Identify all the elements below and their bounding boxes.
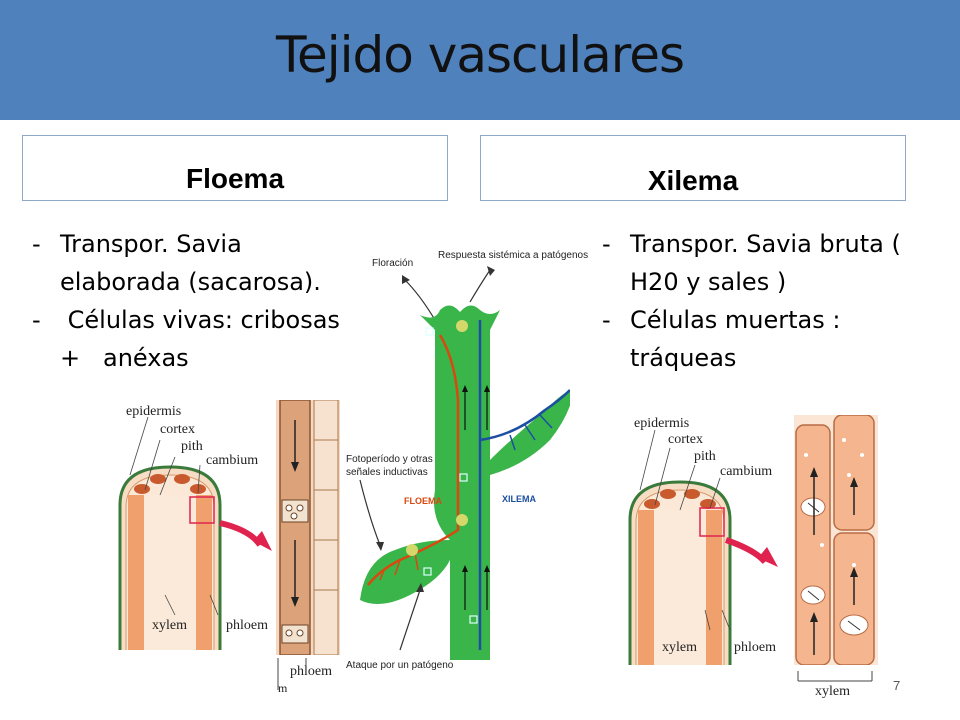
pith-label: pith bbox=[181, 439, 203, 454]
floema-stem-diagram bbox=[118, 416, 272, 650]
floema-bullet-list: Transpor. Savia elaborada (sacarosa). Cé… bbox=[30, 225, 360, 377]
phloem-zoom-label: phloem bbox=[290, 664, 332, 679]
floema-header-box: Floema bbox=[22, 135, 448, 201]
cut-off-letter: m bbox=[278, 681, 288, 695]
xilema-heading: Xilema bbox=[647, 165, 739, 196]
list-item: Células vivas: cribosas + anéxas bbox=[30, 301, 360, 377]
slide-title: Tejido vasculares bbox=[275, 26, 685, 84]
phloem-zoom-illustration bbox=[276, 400, 340, 695]
list-item: Transpor. Savia elaborada (sacarosa). bbox=[30, 225, 360, 301]
page-number: 7 bbox=[893, 678, 901, 693]
epidermis-label: epidermis bbox=[634, 416, 690, 431]
fotoperiodo-label-1: Fotoperíodo y otras bbox=[346, 454, 433, 465]
list-item: Células muertas : tráqueas bbox=[600, 301, 935, 377]
fotoperiodo-label-2: señales inductivas bbox=[346, 467, 428, 478]
phloem-label: phloem bbox=[734, 640, 776, 655]
epidermis-label: epidermis bbox=[126, 404, 182, 419]
cortex-label: cortex bbox=[668, 432, 703, 447]
cambium-label: cambium bbox=[720, 464, 773, 479]
xylem-label: xylem bbox=[152, 618, 187, 633]
phloem-label: phloem bbox=[226, 618, 268, 633]
xylem-zoom-illustration bbox=[794, 415, 878, 705]
ataque-label: Ataque por un patógeno bbox=[346, 660, 454, 671]
floema-heading: Floema bbox=[185, 163, 285, 194]
title-bar bbox=[0, 0, 960, 120]
xylem-label: xylem bbox=[662, 640, 697, 655]
plant-vascular-diagram bbox=[359, 266, 570, 660]
cortex-label: cortex bbox=[160, 422, 195, 437]
xylem-zoom-label: xylem bbox=[815, 684, 850, 699]
list-item: Transpor. Savia bruta ( H20 y sales ) bbox=[600, 225, 935, 301]
pith-label: pith bbox=[694, 449, 716, 464]
floracion-label: Floración bbox=[372, 258, 414, 269]
xilema-header-box: Xilema bbox=[480, 135, 906, 201]
cambium-label: cambium bbox=[206, 453, 259, 468]
respuesta-label: Respuesta sistémica a patógenos bbox=[438, 250, 589, 261]
xilema-stem-diagram bbox=[628, 429, 778, 665]
xilema-diagram-label: XILEMA bbox=[502, 494, 537, 504]
floema-diagram-label: FLOEMA bbox=[404, 496, 442, 506]
xilema-bullet-list: Transpor. Savia bruta ( H20 y sales ) Cé… bbox=[600, 225, 935, 377]
